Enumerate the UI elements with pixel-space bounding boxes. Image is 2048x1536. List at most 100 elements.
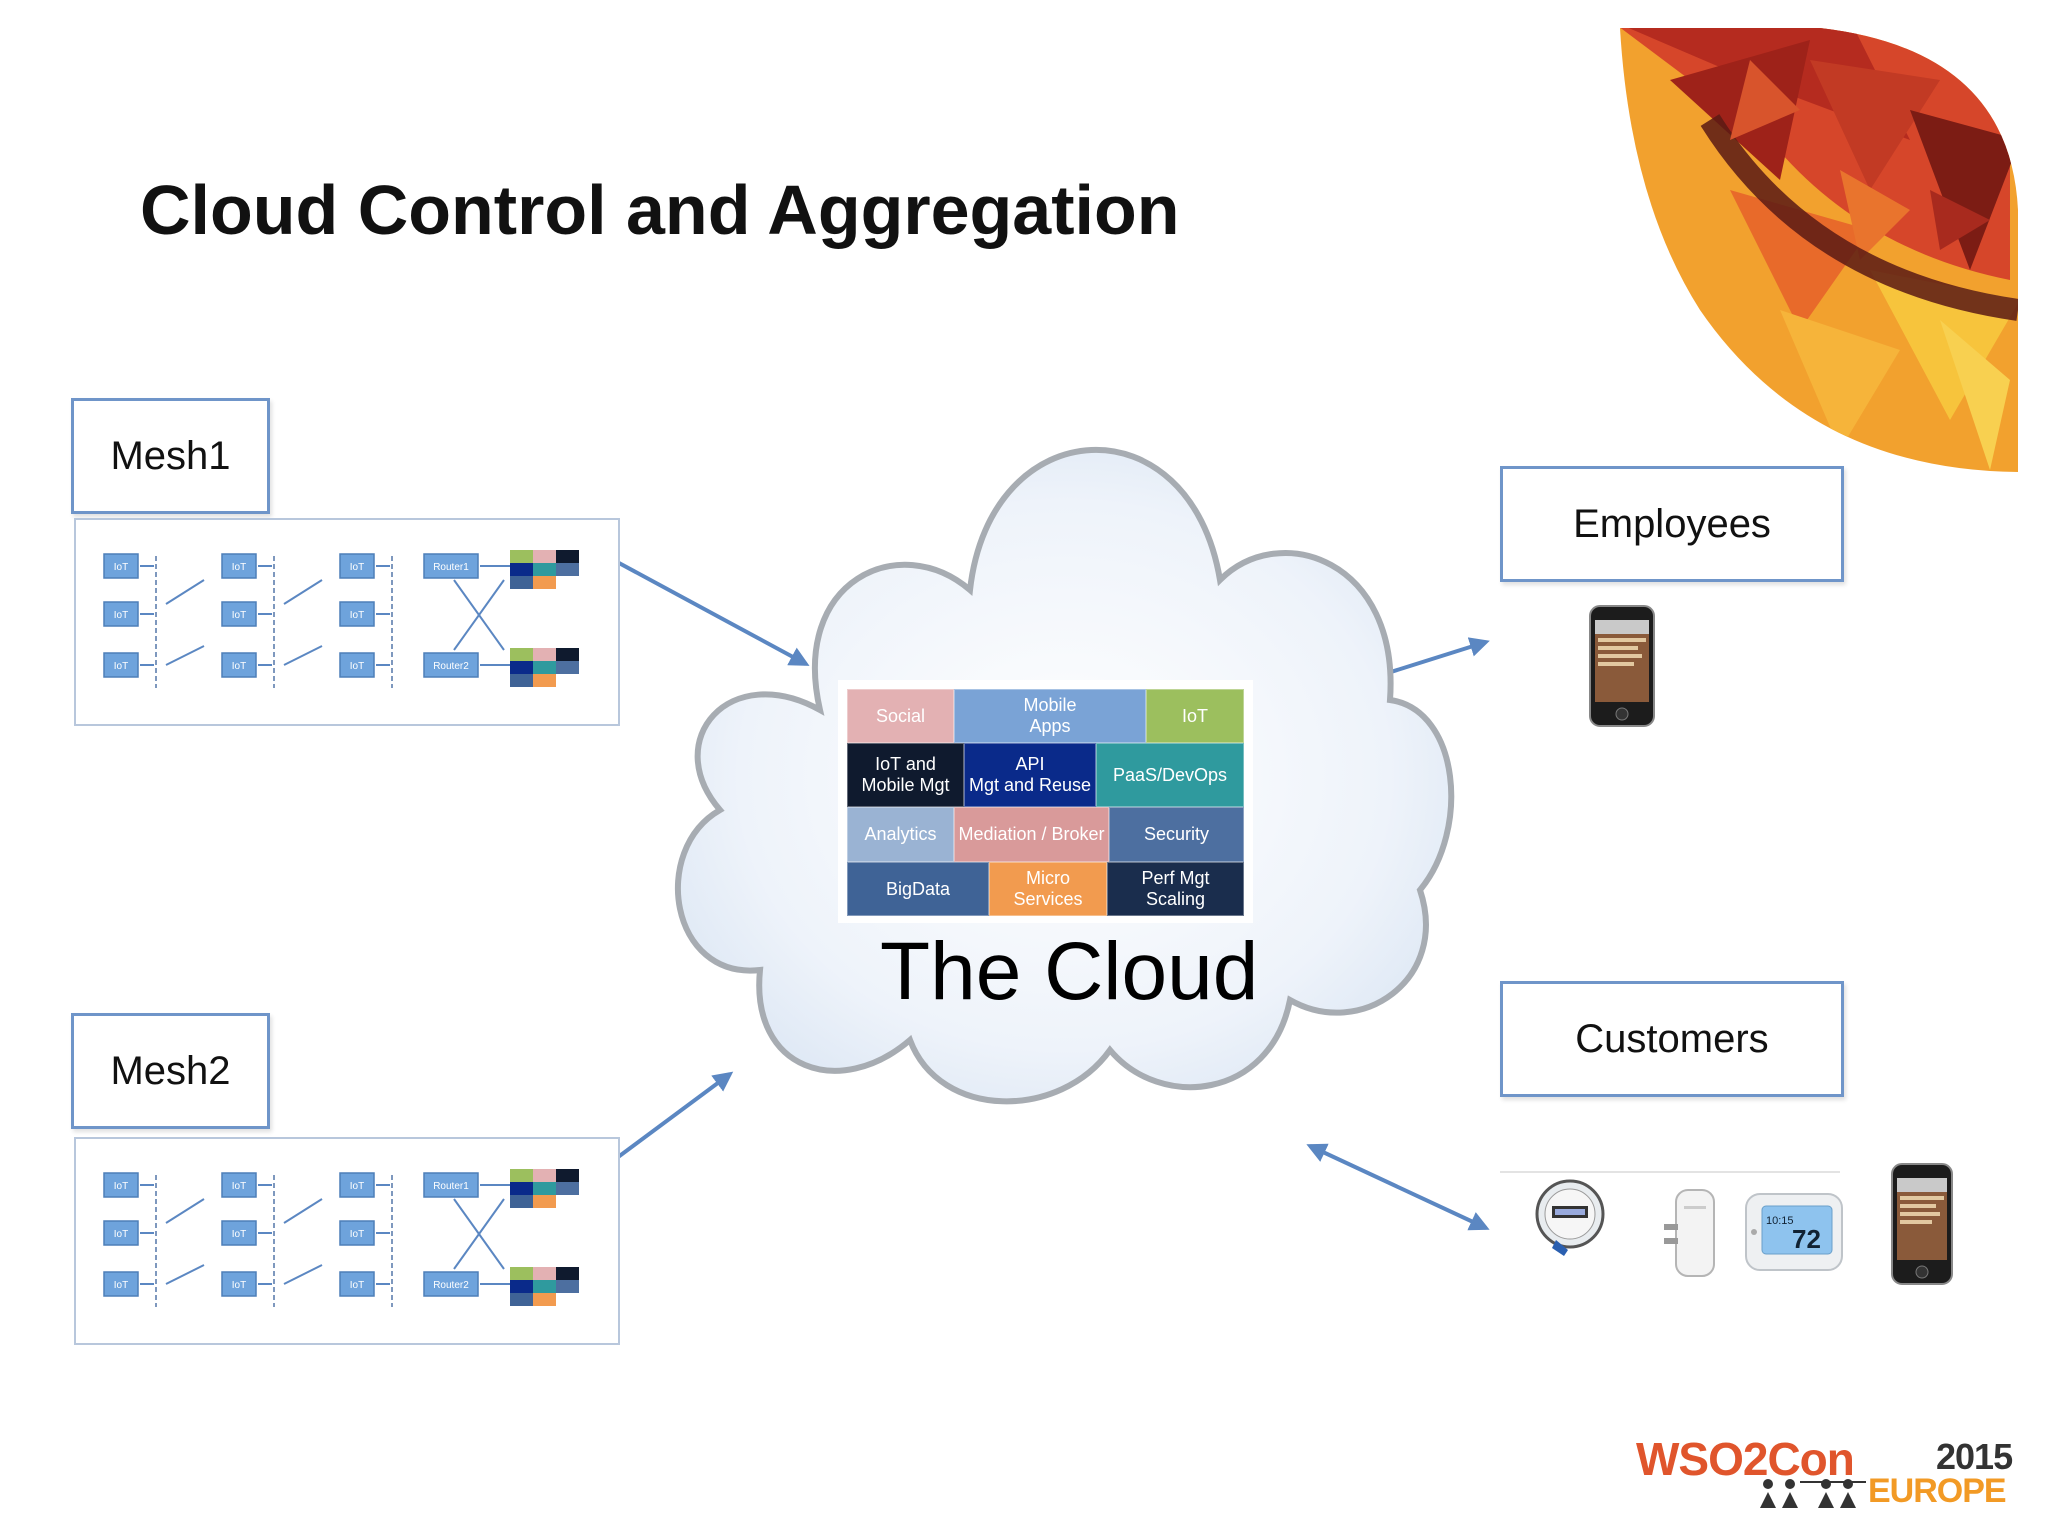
iot-node-label: IoT [114,1181,128,1192]
iot-node [103,1172,139,1198]
arrow-cloud-customers [1306,1143,1490,1231]
iot-node-label: IoT [350,610,364,621]
mesh-link [283,579,323,605]
iot-node [221,601,257,627]
thermostat-temp: 72 [1792,1224,1821,1254]
iot-node [103,1271,139,1297]
slide-title: Cloud Control and Aggregation [140,171,1180,249]
mesh-link [453,1198,505,1270]
tile-social: Social [847,689,954,743]
router-label: Router2 [433,1280,469,1291]
iot-node-label: IoT [232,562,246,573]
tile-mobile-apps: Mobile Apps [954,689,1146,743]
smart-meter-icon [1535,1179,1605,1256]
wso2con-logo: WSO2Con 2015 EUROPE [1636,1432,2016,1512]
tile-analytics: Analytics [847,807,954,862]
footer-region: EUROPE [1868,1472,2007,1510]
mesh-link [165,579,205,605]
iot-node-label: IoT [114,661,128,672]
mesh2-label: Mesh2 [71,1013,270,1129]
router-label: Router2 [433,661,469,672]
mesh1-label: Mesh1 [71,398,270,514]
iot-node-label: IoT [350,1181,364,1192]
mini-service-tile [510,1293,533,1306]
mini-service-tile [510,1182,533,1195]
mesh-link [453,579,505,651]
iot-node [339,652,375,678]
mini-service-tile [556,1169,579,1182]
router-node [423,1271,479,1297]
mini-service-tile [533,550,556,563]
iot-node-label: IoT [232,610,246,621]
mini-service-tile [510,550,533,563]
mini-service-tile [556,1182,579,1195]
tile-iot-mobile-mgt: IoT and Mobile Mgt [847,743,964,807]
router-node [423,553,479,579]
mini-service-tile [533,674,556,687]
mini-service-tile [510,576,533,589]
iot-node-label: IoT [232,661,246,672]
iot-node-label: IoT [114,1229,128,1240]
customer-devices-divider [1500,1171,1840,1173]
iot-node-label: IoT [232,1229,246,1240]
iot-node [103,1220,139,1246]
router-label: Router1 [433,562,469,573]
mini-service-tile [510,661,533,674]
mini-service-tile [510,674,533,687]
mini-service-tile [510,648,533,661]
mini-service-tile [510,1267,533,1280]
mini-service-tile [556,1280,579,1293]
router-node [423,652,479,678]
footer-brand: WSO2Con [1636,1433,1855,1485]
tile-perf-mgt: Perf Mgt Scaling [1107,862,1244,916]
tile-iot: IoT [1146,689,1244,743]
router-node [423,1172,479,1198]
iot-node-label: IoT [232,1280,246,1291]
employees-label: Employees [1500,466,1844,582]
iot-node [339,553,375,579]
iot-node-label: IoT [350,1280,364,1291]
mini-service-tile [533,661,556,674]
iot-node [339,1271,375,1297]
cloud-caption: The Cloud [880,926,1259,1017]
mini-service-tile [510,1280,533,1293]
smartphone-icon [1891,1163,1953,1285]
thermostat-time: 10:15 [1766,1215,1794,1227]
smartphone-icon [1589,605,1655,727]
tile-mediation-broker: Mediation / Broker [954,807,1109,862]
footer-year: 2015 [1936,1436,2013,1477]
iot-node-label: IoT [114,562,128,573]
mesh-link [165,1264,205,1285]
mesh-link [165,1198,205,1224]
iot-node [339,1220,375,1246]
tile-micro-services: Micro Services [989,862,1107,916]
iot-node [221,652,257,678]
smart-plug-icon [1664,1189,1715,1277]
mini-service-tile [556,550,579,563]
iot-node-label: IoT [114,1280,128,1291]
tile-security: Security [1109,807,1244,862]
iot-node [221,1271,257,1297]
router-label: Router1 [433,1181,469,1192]
iot-node-label: IoT [114,610,128,621]
iot-node-label: IoT [350,661,364,672]
arrow-mesh1-to-cloud [605,554,810,666]
mini-service-tile [533,1267,556,1280]
iot-node [103,652,139,678]
mini-service-tile [510,563,533,576]
iot-node-label: IoT [350,562,364,573]
corner-ornament [1620,28,2018,472]
mini-service-tile [533,563,556,576]
iot-node [221,1172,257,1198]
mini-service-tile [533,576,556,589]
mesh-link [165,645,205,666]
mini-service-tile [556,1267,579,1280]
arrow-mesh2-to-cloud [604,1071,734,1168]
iot-node-label: IoT [350,1229,364,1240]
tile-bigdata: BigData [847,862,989,916]
mini-service-tile [533,1169,556,1182]
iot-node-label: IoT [232,1181,246,1192]
thermostat-icon: 10:15 72 [1745,1193,1843,1271]
mini-service-tile [533,1195,556,1208]
